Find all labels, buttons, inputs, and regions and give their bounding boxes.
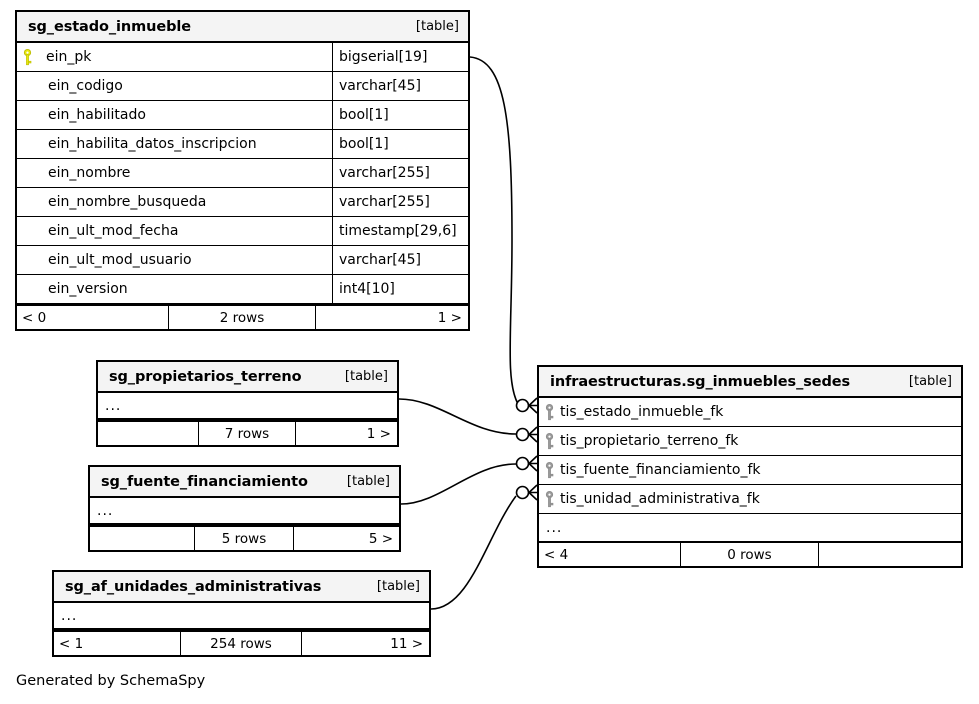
column-type: int4[10] xyxy=(332,275,468,303)
entity-footer: < 0 2 rows 1 > xyxy=(17,304,468,329)
entity-kind-label: [table] xyxy=(415,19,459,34)
entity-title: infraestructuras.sg_inmuebles_sedes xyxy=(550,373,851,390)
entity-title: sg_propietarios_terreno xyxy=(109,368,302,385)
column-name: tis_fuente_financiamiento_fk xyxy=(560,462,761,478)
column-type: varchar[45] xyxy=(332,72,468,100)
entity-title: sg_af_unidades_administrativas xyxy=(65,578,322,595)
relationship-unidad-administrativa xyxy=(430,484,538,610)
column-row[interactable]: ein_codigo varchar[45] xyxy=(17,72,468,101)
foreign-key-icon xyxy=(539,398,560,426)
row-count: 2 rows xyxy=(168,306,316,329)
column-name: ein_nombre_busqueda xyxy=(48,194,207,210)
collapsed-columns-indicator: ... xyxy=(546,519,563,536)
column-row[interactable]: ein_pk bigserial[19] xyxy=(17,43,468,72)
entity-sg-af-unidades-administrativas[interactable]: sg_af_unidades_administrativas [table] .… xyxy=(52,570,431,657)
column-row[interactable]: tis_propietario_terreno_fk xyxy=(539,427,961,456)
entity-sg-estado-inmueble[interactable]: sg_estado_inmueble [table] ein_pk bigser… xyxy=(15,10,470,331)
column-name: ein_codigo xyxy=(48,78,123,94)
column-name: ein_ult_mod_usuario xyxy=(48,252,192,268)
foreign-key-icon xyxy=(539,456,560,484)
column-type: varchar[45] xyxy=(332,246,468,274)
row-count: 0 rows xyxy=(680,543,819,566)
column-row[interactable]: tis_fuente_financiamiento_fk xyxy=(539,456,961,485)
inbound-relationship-count[interactable]: < 1 xyxy=(59,635,84,652)
column-row[interactable]: tis_estado_inmueble_fk xyxy=(539,398,961,427)
entity-sg-fuente-financiamiento[interactable]: sg_fuente_financiamiento [table] ... 5 r… xyxy=(88,465,401,552)
entity-footer: 5 rows 5 > xyxy=(90,525,399,550)
entity-footer: < 1 254 rows 11 > xyxy=(54,630,429,655)
collapsed-columns-indicator: ... xyxy=(54,603,429,630)
entity-header: sg_propietarios_terreno [table] xyxy=(98,362,397,393)
entity-kind-label: [table] xyxy=(376,579,420,594)
column-type: bool[1] xyxy=(332,101,468,129)
generator-caption: Generated by SchemaSpy xyxy=(16,673,206,689)
column-type: bigserial[19] xyxy=(332,43,468,71)
outbound-relationship-count[interactable]: 1 > xyxy=(437,309,462,326)
entity-title: sg_estado_inmueble xyxy=(28,18,191,35)
entity-infraestructuras-sg-inmuebles-sedes[interactable]: infraestructuras.sg_inmuebles_sedes [tab… xyxy=(537,365,963,568)
entity-kind-label: [table] xyxy=(344,369,388,384)
foreign-key-icon xyxy=(539,485,560,513)
column-type: bool[1] xyxy=(332,130,468,158)
relationship-propietario-terreno xyxy=(398,398,538,443)
entity-header: sg_fuente_financiamiento [table] xyxy=(90,467,399,498)
column-name: ein_ult_mod_fecha xyxy=(48,223,179,239)
entity-kind-label: [table] xyxy=(346,474,390,489)
column-type: timestamp[29,6] xyxy=(332,217,468,245)
column-name: ein_nombre xyxy=(48,165,131,181)
outbound-relationship-count[interactable]: 5 > xyxy=(368,530,394,547)
column-name: tis_estado_inmueble_fk xyxy=(560,404,724,420)
outbound-relationship-count[interactable]: 11 > xyxy=(390,635,424,652)
column-row[interactable]: ein_habilita_datos_inscripcion bool[1] xyxy=(17,130,468,159)
entity-header: infraestructuras.sg_inmuebles_sedes [tab… xyxy=(539,367,961,398)
column-type: varchar[255] xyxy=(332,159,468,187)
row-count: 7 rows xyxy=(198,422,296,445)
entity-footer: < 4 0 rows xyxy=(539,541,961,566)
column-name: tis_propietario_terreno_fk xyxy=(560,433,739,449)
column-name: tis_unidad_administrativa_fk xyxy=(560,491,760,507)
primary-key-icon xyxy=(17,43,38,71)
column-row[interactable]: ein_ult_mod_usuario varchar[45] xyxy=(17,246,468,275)
column-row[interactable]: ein_version int4[10] xyxy=(17,275,468,304)
column-row[interactable]: ein_habilitado bool[1] xyxy=(17,101,468,130)
inbound-relationship-count[interactable] xyxy=(90,527,194,550)
row-count: 5 rows xyxy=(193,527,295,550)
entity-header: sg_af_unidades_administrativas [table] xyxy=(54,572,429,603)
column-row[interactable]: ein_nombre_busqueda varchar[255] xyxy=(17,188,468,217)
column-name: ein_version xyxy=(48,281,128,297)
entity-kind-label: [table] xyxy=(908,374,952,389)
column-row[interactable]: ein_ult_mod_fecha timestamp[29,6] xyxy=(17,217,468,246)
collapsed-columns-indicator: ... xyxy=(90,498,399,525)
outbound-relationship-count[interactable]: 1 > xyxy=(366,425,391,442)
entity-title: sg_fuente_financiamiento xyxy=(101,473,308,490)
column-row[interactable]: tis_unidad_administrativa_fk xyxy=(539,485,961,514)
relationship-estado-inmueble xyxy=(469,56,538,414)
inbound-relationship-count[interactable]: < 0 xyxy=(22,309,47,326)
inbound-relationship-count[interactable] xyxy=(98,422,198,445)
column-row[interactable]: ein_nombre varchar[255] xyxy=(17,159,468,188)
collapsed-columns-indicator: ... xyxy=(98,393,397,420)
foreign-key-icon xyxy=(539,427,560,455)
entity-sg-propietarios-terreno[interactable]: sg_propietarios_terreno [table] ... 7 ro… xyxy=(96,360,399,447)
inbound-relationship-count[interactable]: < 4 xyxy=(544,546,569,563)
column-type: varchar[255] xyxy=(332,188,468,216)
row-count: 254 rows xyxy=(179,632,303,655)
outbound-relationship-count[interactable] xyxy=(819,543,961,566)
column-name: ein_habilita_datos_inscripcion xyxy=(48,136,257,152)
entity-header: sg_estado_inmueble [table] xyxy=(17,12,468,43)
column-name: ein_pk xyxy=(46,49,92,65)
column-name: ein_habilitado xyxy=(48,107,146,123)
entity-footer: 7 rows 1 > xyxy=(98,420,397,445)
relationship-fuente-financiamiento xyxy=(400,455,538,505)
